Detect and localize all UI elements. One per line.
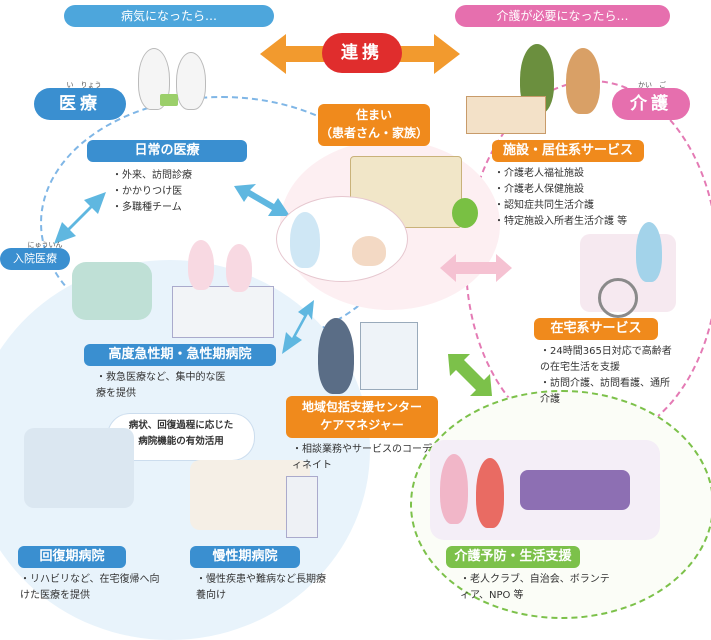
arrow-daily-home bbox=[234, 184, 290, 216]
nurse-figure-3 bbox=[226, 244, 252, 292]
arrow-hospital-home bbox=[282, 300, 314, 354]
facility-services-list: 介護老人福祉施設 介護老人保健施設 認知症共同生活介護 特定施設入所者生活介護 … bbox=[494, 166, 627, 230]
nyuin-ruby: にゅういん bbox=[27, 241, 63, 249]
list-item: 救急医療など、集中的な医療を提供 bbox=[96, 370, 226, 402]
home-line1: 住まい bbox=[355, 108, 392, 122]
chronic-hospital-list: 慢性疾患や難病など長期療養向け bbox=[196, 572, 326, 604]
wheelchair-icon bbox=[598, 278, 638, 318]
list-item: 介護老人保健施設 bbox=[494, 182, 627, 198]
support-center-list: 相談業務やサービスのコーディネイト bbox=[292, 442, 432, 474]
list-item: 認知症共同生活介護 bbox=[494, 198, 627, 214]
iryo-ruby: い りょう bbox=[66, 81, 102, 89]
kaigo-ruby: かい ご bbox=[638, 81, 666, 89]
arrow-home-care bbox=[440, 254, 512, 282]
list-item: 介護老人福祉施設 bbox=[494, 166, 627, 182]
patient-figure bbox=[352, 236, 386, 266]
list-item: かかりつけ医 bbox=[112, 184, 192, 200]
kaigo-label: 介護 bbox=[612, 88, 690, 120]
prevention-list: 老人クラブ、自治会、ボランティア、NPO 等 bbox=[460, 572, 610, 604]
facility-services-header: 施設・居住系サービス bbox=[492, 140, 644, 162]
recovery-hospital-list: リハビリなど、在宅復帰へ向けた医療を提供 bbox=[20, 572, 160, 604]
list-item: 訪問介護、訪問看護、通所介護 bbox=[540, 376, 672, 408]
recovery-hospital-header: 回復期病院 bbox=[18, 546, 126, 568]
medical-bag-icon bbox=[160, 94, 178, 106]
elderly-woman-figure bbox=[566, 48, 600, 114]
exercising-person bbox=[440, 454, 468, 524]
nurse-figure-2 bbox=[188, 240, 214, 290]
care-needed-banner: 介護が必要になったら… bbox=[455, 5, 670, 27]
inhome-services-list: 24時間365日対応で高齢者の在宅生活を支援 訪問介護、訪問看護、通所介護 bbox=[540, 344, 672, 408]
list-item: 外来、訪問診療 bbox=[112, 168, 192, 184]
daily-care-list: 外来、訪問診療 かかりつけ医 多職種チーム bbox=[112, 168, 192, 216]
illness-banner: 病気になったら… bbox=[64, 5, 274, 27]
support-center-header: 地域包括支援センター ケアマネジャー bbox=[286, 396, 438, 438]
operating-staff bbox=[72, 262, 152, 320]
center-title2: ケアマネジャー bbox=[320, 418, 404, 432]
list-item: 特定施設入所者生活介護 等 bbox=[494, 214, 627, 230]
arrow-center-prevention bbox=[448, 354, 492, 396]
facility-building bbox=[466, 96, 546, 134]
tree-icon bbox=[452, 198, 478, 228]
rehab-illustration bbox=[24, 428, 134, 508]
arrow-daily-inpatient bbox=[54, 192, 106, 244]
inhome-services-header: 在宅系サービス bbox=[534, 318, 658, 340]
daily-care-header: 日常の医療 bbox=[87, 140, 247, 162]
acute-hospital-list: 救急医療など、集中的な医療を提供 bbox=[96, 370, 226, 402]
doctor-figure-home bbox=[290, 212, 320, 268]
center-building bbox=[360, 322, 418, 390]
list-item: 慢性疾患や難病など長期療養向け bbox=[196, 572, 326, 604]
hospital-building-chronic bbox=[286, 476, 318, 538]
prevention-header: 介護予防・生活支援 bbox=[446, 546, 580, 568]
nurse-figure bbox=[176, 52, 206, 110]
iryo-label: 医療 bbox=[34, 88, 126, 120]
list-item: 多職種チーム bbox=[112, 200, 192, 216]
list-item: リハビリなど、在宅復帰へ向けた医療を提供 bbox=[20, 572, 160, 604]
function-line1: 病状、回復過程に応じた bbox=[128, 420, 234, 431]
list-item: 相談業務やサービスのコーディネイト bbox=[292, 442, 432, 474]
care-manager-figure bbox=[318, 318, 354, 394]
sofa-icon bbox=[520, 470, 630, 510]
coordination-badge: 連携 bbox=[322, 33, 402, 73]
acute-hospital-header: 高度急性期・急性期病院 bbox=[84, 344, 276, 366]
hospital-building-acute bbox=[172, 286, 274, 338]
function-line2: 病院機能の有効活用 bbox=[138, 436, 224, 447]
list-item: 老人クラブ、自治会、ボランティア、NPO 等 bbox=[460, 572, 610, 604]
caregiver-figure bbox=[636, 222, 662, 282]
chronic-hospital-header: 慢性期病院 bbox=[190, 546, 300, 568]
home-line2: （患者さん・家族） bbox=[319, 126, 428, 140]
volunteer-figure bbox=[476, 458, 504, 528]
inpatient-label: 入院医療 bbox=[0, 248, 70, 270]
home-header: 住まい （患者さん・家族） bbox=[318, 104, 430, 146]
center-title1: 地域包括支援センター bbox=[301, 400, 422, 414]
list-item: 24時間365日対応で高齢者の在宅生活を支援 bbox=[540, 344, 672, 376]
